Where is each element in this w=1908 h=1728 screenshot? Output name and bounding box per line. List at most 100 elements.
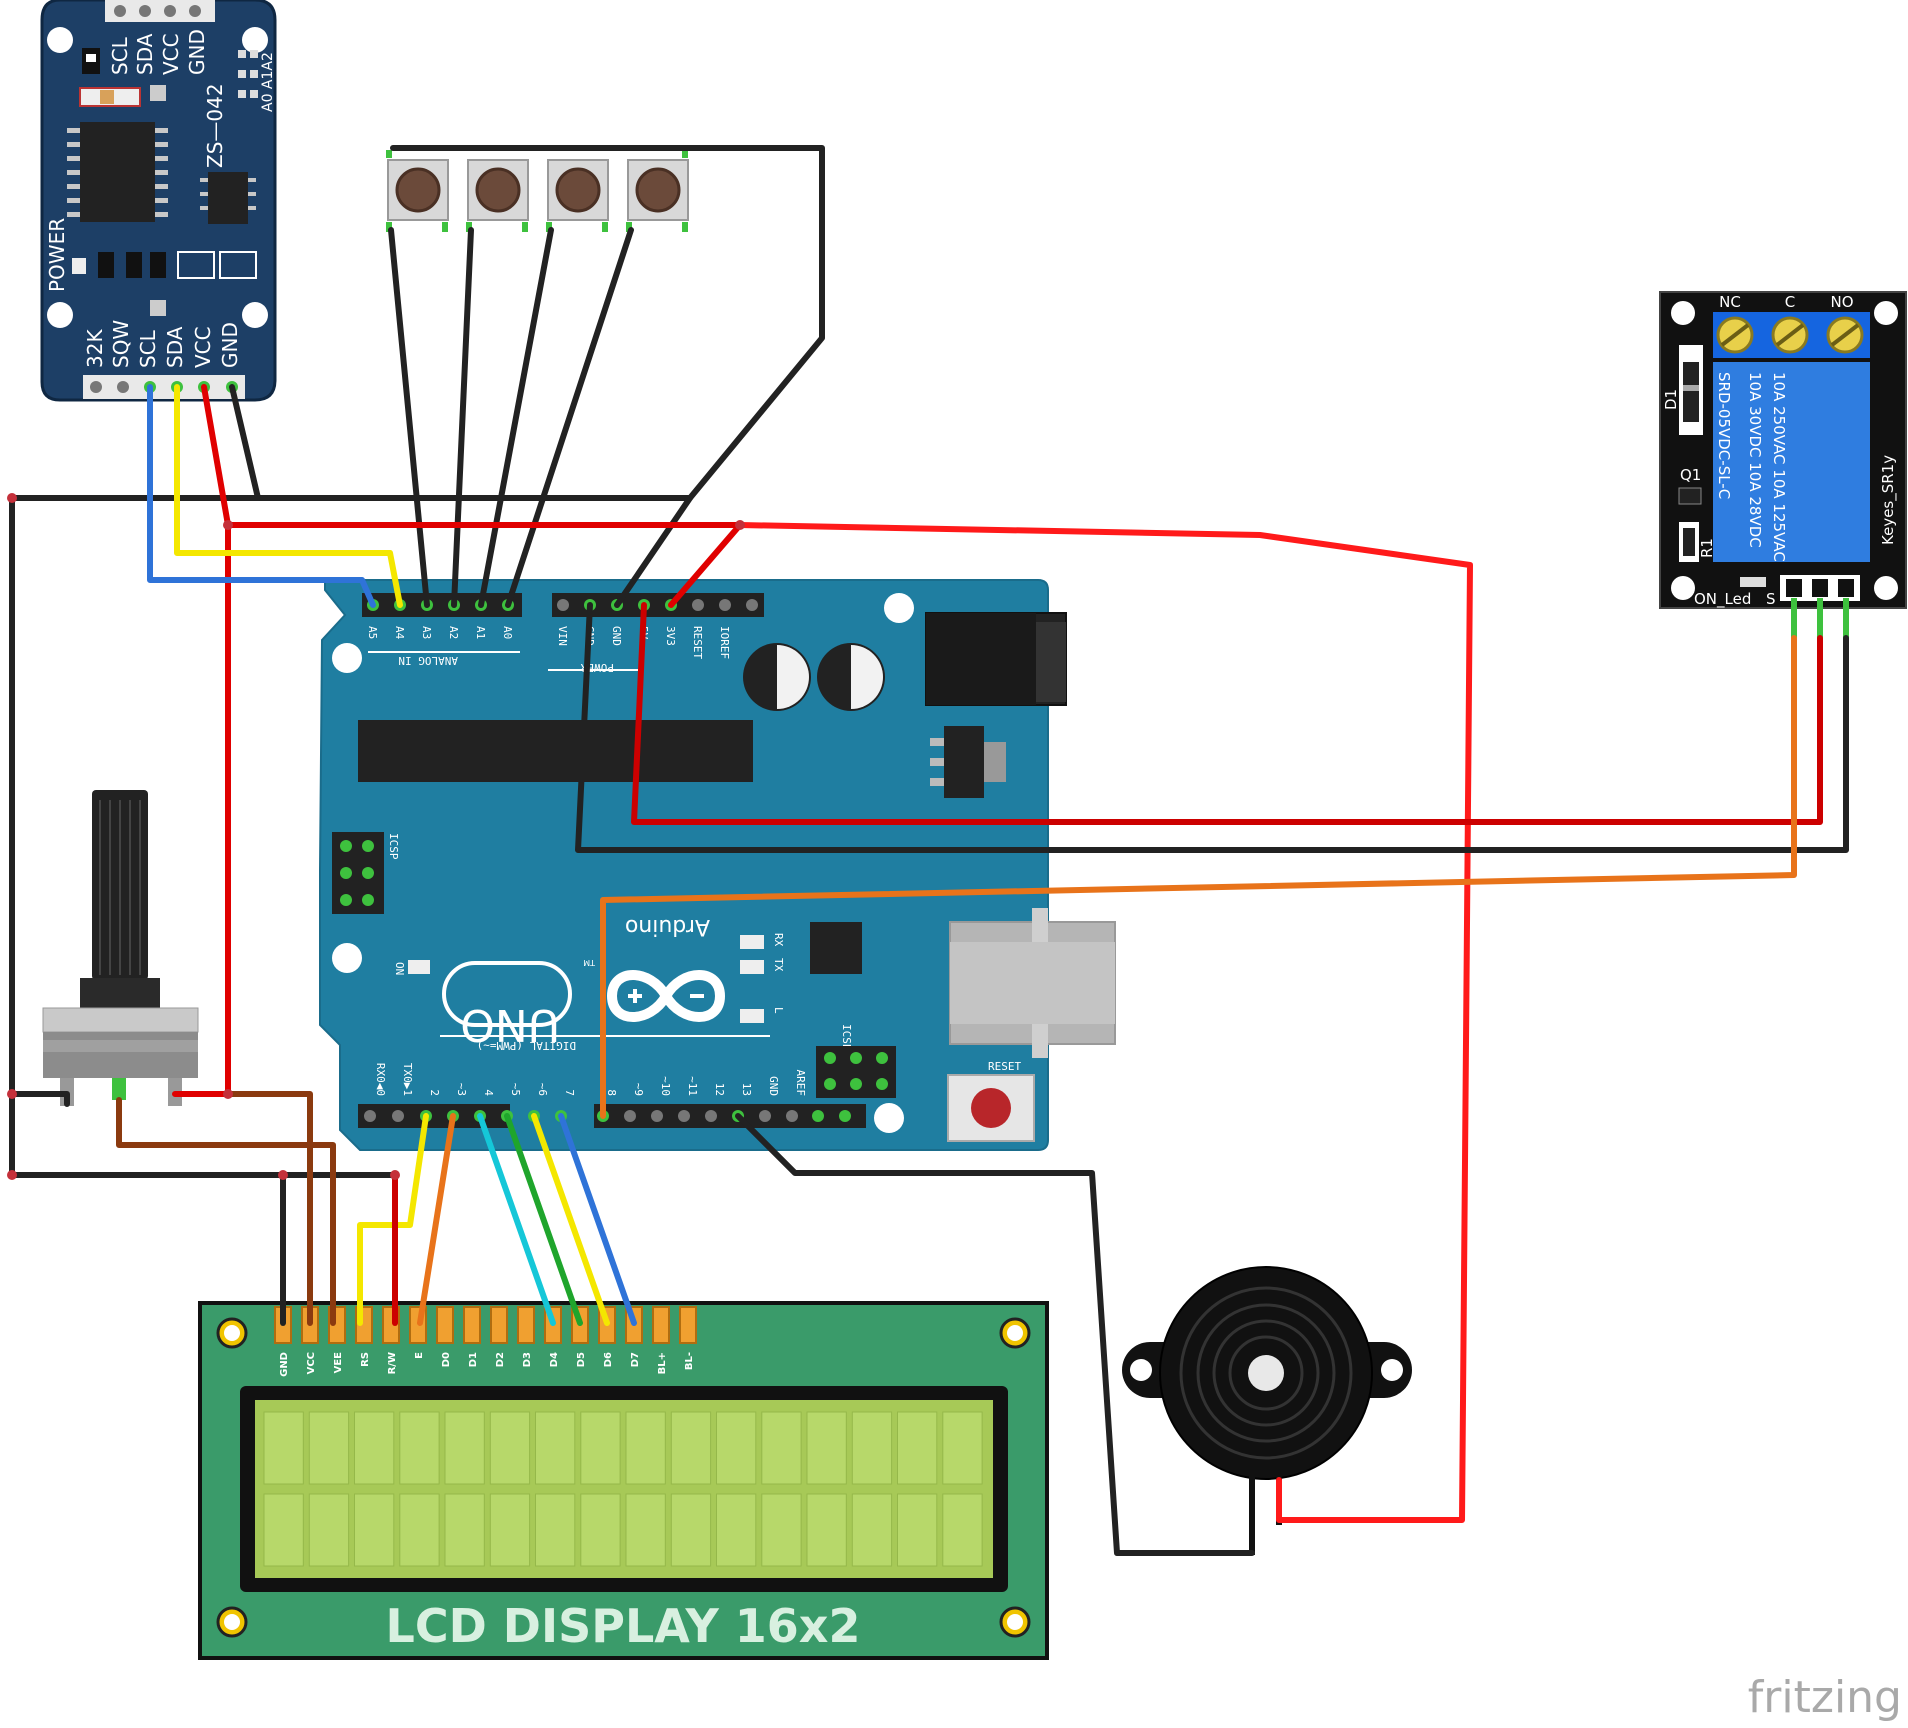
- board-name: UNO: [460, 999, 560, 1050]
- lcd-character-cell: [354, 1411, 395, 1485]
- digital-pin-9: ~9: [632, 1083, 645, 1096]
- rtc-bottom-pin-gnd: GND: [218, 322, 242, 368]
- lcd-character-grid: [263, 1411, 983, 1567]
- lcd-pin-label: D1: [468, 1352, 479, 1367]
- push-button-3[interactable]: [546, 159, 609, 232]
- rx-led-label: RX: [772, 933, 785, 947]
- lcd-pin-label: VCC: [306, 1352, 317, 1374]
- rtc-bottom-pin-sda: SDA: [163, 326, 187, 368]
- push-button-4[interactable]: [626, 150, 689, 232]
- lcd-pin-d3[interactable]: [517, 1306, 535, 1344]
- lcd-character-cell: [399, 1411, 440, 1485]
- relay-screw-terminal[interactable]: [1771, 316, 1809, 354]
- rtc-module: SCL SDA VCC GND A0 A1A2 ZS—042 POWER 32K…: [40, 0, 277, 402]
- wire-orange-lcd-e: [417, 1113, 456, 1326]
- lcd-pin-d0[interactable]: [436, 1306, 454, 1344]
- rtc-power-label: POWER: [45, 218, 69, 292]
- lcd-pin-label: D3: [522, 1352, 533, 1367]
- digital-pin-aref: AREF: [794, 1070, 807, 1097]
- buzzer: [1122, 1266, 1412, 1555]
- lcd-pin-bl[interactable]: [652, 1306, 670, 1344]
- wire-black-buzzer-gnd: [735, 1113, 1255, 1556]
- lcd-pin-label: D6: [603, 1352, 614, 1367]
- digital-pin-7: 7: [563, 1089, 576, 1096]
- digital-pin-13: 13: [740, 1083, 753, 1096]
- relay-body: [1713, 362, 1870, 562]
- digital-pin-10: ~10: [659, 1076, 672, 1096]
- relay-on-led-label: ON_Led: [1694, 590, 1751, 609]
- lcd-character-cell: [761, 1411, 802, 1485]
- lcd-pin-label: D5: [576, 1352, 587, 1367]
- wire-cyan-lcd-d4: [477, 1113, 556, 1326]
- wire-red-relay-vcc: [631, 602, 1823, 825]
- lcd-character-cell: [897, 1493, 938, 1567]
- lcd-character-cell: [308, 1411, 350, 1485]
- atmega-chip: [358, 720, 753, 782]
- lcd-pin-bl[interactable]: [679, 1306, 697, 1344]
- rtc-bottom-pin-sqw: SQW: [109, 320, 133, 368]
- digital-pin-2: 2: [428, 1089, 441, 1096]
- lcd-character-cell: [670, 1411, 712, 1485]
- wire-yellow-lcd-rs: [357, 1113, 429, 1326]
- digital-pin-6: ~6: [536, 1083, 549, 1096]
- wire-black-rtc-gnd: [229, 384, 261, 501]
- icsp-header: [332, 832, 384, 914]
- arduino-uno-board: A5 A4 A3 A2 A1 A0 ANALOG IN VIN GND GND …: [319, 579, 1116, 1151]
- lcd-pin-label: VEE: [333, 1352, 344, 1374]
- power-pin-vin: VIN: [556, 626, 569, 646]
- icsp-label: ICSP: [387, 833, 400, 860]
- tx-led-label: TX: [772, 958, 785, 972]
- relay-signal-pin-label: S: [1766, 590, 1776, 608]
- relay-screw-terminal[interactable]: [1716, 316, 1754, 354]
- relay-module: NC C NO SRD-05VDC-SL-C 10A 250VAC 10A 12…: [1659, 291, 1907, 638]
- analog-pin-a4: A4: [393, 626, 406, 640]
- relay-text-model: SRD-05VDC-SL-C: [1715, 372, 1733, 499]
- push-button-1[interactable]: [386, 150, 449, 232]
- lcd-character-cell: [806, 1411, 847, 1485]
- wire-black-button-3: [478, 227, 554, 608]
- relay-screw-terminal[interactable]: [1826, 316, 1864, 354]
- mount-hole: [242, 302, 268, 328]
- wire-black-gnd-to-arduino: [614, 495, 693, 608]
- relay-terminal-no: NO: [1830, 293, 1853, 311]
- analog-pin-a3: A3: [420, 626, 433, 639]
- lcd-character-cell: [851, 1411, 893, 1485]
- potentiometer[interactable]: [42, 790, 199, 1106]
- rtc-bottom-pin-vcc: VCC: [191, 326, 215, 368]
- power-pin-gnd-2: GND: [610, 626, 623, 646]
- rtc-bottom-pin-scl: SCL: [136, 329, 160, 368]
- wire-black-button-1: [388, 227, 430, 608]
- lcd-pin-d2[interactable]: [490, 1306, 508, 1344]
- lcd-pin-label: BL-: [684, 1352, 695, 1370]
- power-pin-reset: RESET: [691, 626, 704, 659]
- lcd-character-cell: [580, 1493, 621, 1567]
- rtc-top-pin-sda: SDA: [133, 33, 157, 75]
- relay-text-ac: 10A 250VAC 10A 125VAC: [1770, 372, 1788, 562]
- digital-pin-4: 4: [482, 1089, 495, 1096]
- wire-red-rtc-vcc: [201, 384, 231, 528]
- push-button-2[interactable]: [466, 159, 529, 232]
- lcd-pin-label: D7: [630, 1352, 641, 1367]
- lcd-pin-label: RS: [360, 1352, 371, 1367]
- relay-terminal-nc: NC: [1719, 293, 1741, 311]
- wire-blue-lcd-d7: [558, 1113, 637, 1326]
- push-buttons: [386, 150, 689, 232]
- lcd-character-cell: [263, 1411, 304, 1485]
- lcd-character-cell: [535, 1493, 576, 1567]
- mount-hole: [47, 27, 73, 53]
- lcd-character-cell: [897, 1411, 938, 1485]
- rtc-top-pin-scl: SCL: [108, 36, 132, 75]
- wire-black-pot-gnd: [9, 1091, 70, 1107]
- rtc-top-pin-gnd: GND: [185, 29, 209, 75]
- lcd-pin-label: D4: [549, 1352, 560, 1367]
- wire-black-relay-gnd: [575, 602, 1849, 853]
- lcd-character-cell: [444, 1493, 485, 1567]
- junction-dots: [7, 493, 745, 1180]
- lcd-character-cell: [535, 1411, 576, 1485]
- wire-brown-lcd-vcc: [225, 1091, 313, 1326]
- digital-pin-3: ~3: [455, 1083, 468, 1096]
- digital-pin-12: 12: [713, 1083, 726, 1096]
- lcd-pin-d1[interactable]: [463, 1306, 481, 1344]
- reset-button[interactable]: [947, 1074, 1035, 1142]
